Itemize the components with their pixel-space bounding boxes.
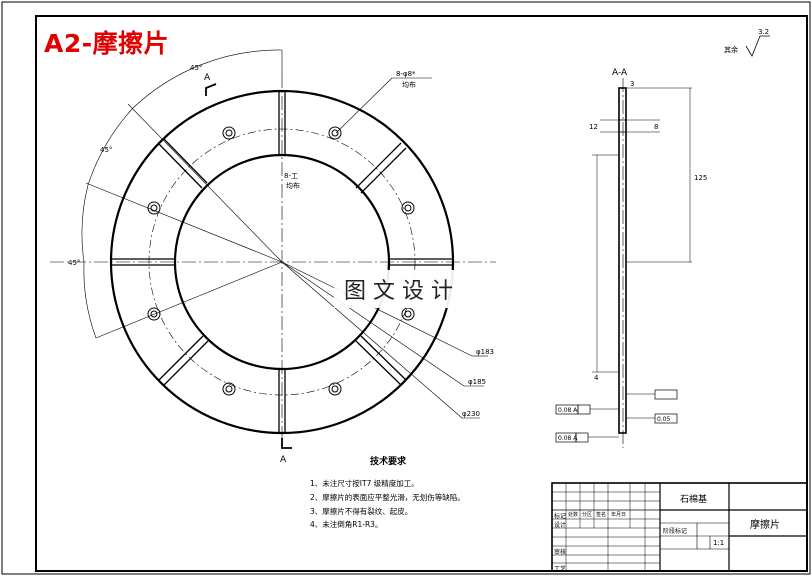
section-body (618, 87, 627, 434)
tolerance-3: 0.08 A (558, 435, 578, 442)
section-dim-5: 4 (594, 374, 599, 382)
title-block-col-date: 年月日 (611, 512, 627, 518)
dia-label-3: φ230 (462, 410, 480, 418)
section-view (555, 78, 692, 448)
section-dim-1: 3 (630, 80, 634, 88)
title-block-scale: 1:1 (713, 539, 725, 547)
section-cut-markers (205, 83, 292, 449)
section-dim-3: 8 (654, 123, 658, 131)
diameter-leaders (281, 77, 488, 419)
watermark: 图文设计 (334, 270, 471, 308)
bolt-holes (147, 126, 415, 396)
title-block-part-name: 摩擦片 (750, 520, 780, 531)
title-block-col-count: 处数 (568, 512, 579, 518)
dia-label-1: φ183 (476, 348, 494, 356)
holes-callout-sub: 均布 (402, 80, 416, 89)
title-block-row-process: 工艺 (554, 566, 567, 573)
angle-label-2: 45° (100, 146, 112, 154)
tech-requirement-2: 2、摩擦片的表面应平整光滑，无划伤等缺陷。 (310, 493, 465, 502)
section-dim-4: 125 (694, 174, 707, 182)
section-marker-top: A (204, 73, 211, 83)
dia-label-2: φ185 (468, 378, 486, 386)
title-block-row-review: 审核 (554, 549, 567, 556)
roughness-prefix: 其余 (724, 45, 738, 54)
tolerance-2: 0.05 (657, 416, 671, 423)
title-block-col-zone: 分区 (582, 512, 593, 518)
sheet-title: A2-摩擦片 (44, 29, 170, 58)
sheet-inner-border (35, 15, 808, 572)
section-marker-bottom: A (280, 455, 287, 465)
tech-requirement-4: 4、未注倒角R1-R3。 (310, 520, 383, 529)
title-block-stage: 阶段标记 (663, 528, 688, 535)
radial-slots (111, 91, 453, 433)
section-label: A-A (612, 68, 628, 78)
tech-requirements-title: 技术要求 (370, 457, 407, 467)
angle-label-3: 45° (68, 259, 80, 267)
holes-callout: 8-φ8* (396, 70, 416, 78)
title-block (551, 482, 808, 572)
angle-dimensions (81, 49, 283, 339)
title-block-row-design: 设计 (554, 522, 567, 529)
title-block-material: 石棉基 (680, 495, 708, 505)
slots-callout-sub: 均布 (286, 181, 300, 190)
tolerance-1: 0.08 A (558, 407, 578, 414)
tech-requirement-1: 1、未注尺寸按IT7 级精度加工。 (310, 479, 419, 488)
section-dim-2: 12 (589, 123, 598, 131)
tech-requirement-3: 3、摩擦片不得有裂纹、起皮。 (310, 507, 413, 516)
slots-callout: 8-工 (284, 172, 298, 180)
title-block-row-mark: 标记 (554, 513, 567, 520)
roughness-symbol (745, 35, 770, 57)
roughness-value: 3.2 (758, 28, 769, 36)
angle-label-1: 45° (190, 64, 202, 72)
title-block-col-sign: 签名 (596, 512, 607, 518)
front-view (50, 49, 496, 449)
